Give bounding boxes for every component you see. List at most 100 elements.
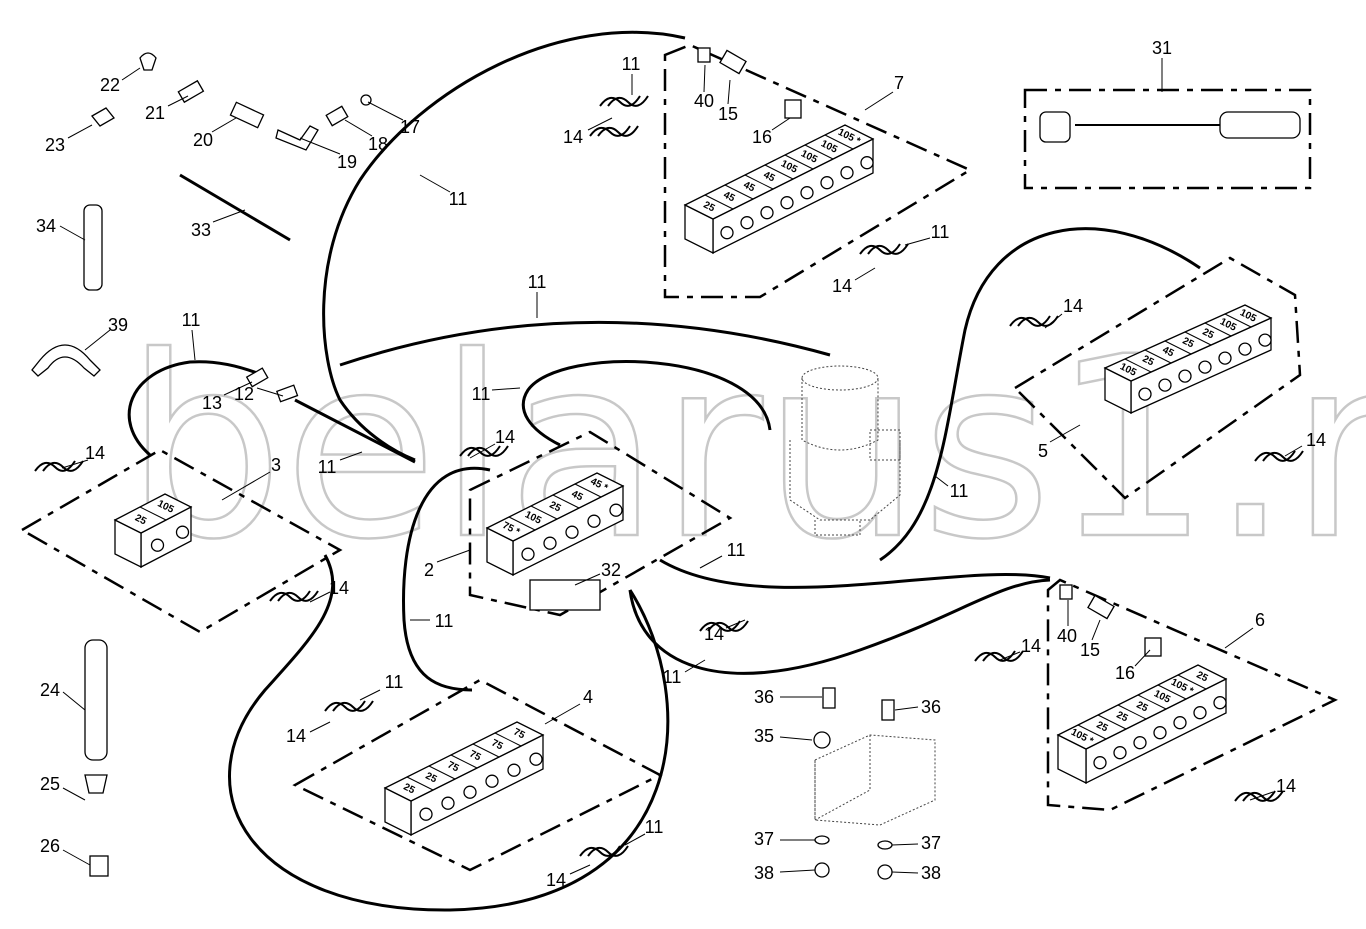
leader-line — [59, 225, 86, 241]
nipple-26 — [89, 855, 109, 877]
leader-line — [344, 119, 373, 137]
fitting-40 — [1059, 584, 1073, 600]
outlet-fitting — [780, 196, 794, 210]
segment-label: 25 — [1181, 336, 1196, 351]
leader-line — [299, 137, 341, 155]
outlet-fitting — [1178, 369, 1192, 383]
leader-line — [891, 871, 919, 874]
callout-14: 14 — [61, 443, 105, 469]
seal-17 — [360, 94, 372, 106]
callout-22: 22 — [100, 67, 141, 95]
segment-divider — [1157, 684, 1187, 700]
segment-divider — [450, 754, 478, 769]
hose-11 — [659, 558, 1051, 589]
leader-line — [211, 117, 237, 133]
leader-line — [367, 101, 404, 121]
segment-label: 45 — [762, 170, 777, 185]
cable-tie-33 — [179, 173, 291, 242]
leader-line — [864, 91, 894, 111]
callout-14: 14 — [1044, 296, 1083, 329]
nipple-18 — [325, 105, 349, 127]
cap-16 — [784, 99, 802, 119]
segment-divider — [1144, 349, 1172, 364]
callout-11: 11 — [622, 54, 640, 95]
assembly-box-31 — [1023, 88, 1312, 190]
callout-number: 11 — [528, 272, 547, 292]
segment-divider — [1177, 674, 1207, 690]
hose-break-mark — [982, 650, 1024, 662]
leader-line — [544, 703, 581, 725]
leader-line — [934, 475, 949, 487]
callout-number: 14 — [1021, 636, 1041, 656]
outlet-fitting — [1258, 333, 1272, 347]
segment-label: 25 — [1115, 710, 1130, 725]
segment-divider — [1124, 358, 1152, 373]
segment-label: 25 — [1095, 720, 1110, 735]
callout-2: 2 — [424, 549, 471, 580]
callout-16: 16 — [1115, 649, 1151, 683]
nut-38 — [814, 862, 830, 878]
callout-number: 14 — [329, 578, 349, 598]
adapter-20 — [229, 101, 265, 129]
hose-break-mark — [579, 845, 621, 857]
hose-break-mark — [1017, 315, 1059, 327]
cap-22 — [139, 52, 157, 71]
bolt-36 — [881, 699, 895, 721]
leader-line — [1224, 627, 1254, 649]
callout-number: 32 — [601, 560, 621, 580]
leader-line — [221, 471, 271, 501]
callout-number: 22 — [100, 75, 120, 95]
segment-divider — [508, 516, 536, 531]
leader-line — [771, 117, 791, 131]
segment-divider — [1184, 331, 1212, 346]
segment-label: 75 — [446, 760, 461, 775]
callout-number: 15 — [1080, 640, 1100, 660]
callout-7: 7 — [864, 73, 904, 111]
callout-number: 23 — [45, 135, 65, 155]
coupling-21 — [177, 79, 205, 104]
segment-label: 25 — [1201, 327, 1216, 342]
leader-line — [854, 267, 876, 281]
leader-line — [779, 736, 813, 741]
segment-divider — [724, 184, 754, 200]
callout-number: 14 — [1063, 296, 1083, 316]
outlet-fitting — [1093, 756, 1107, 770]
callout-35: 35 — [754, 726, 813, 746]
leader-line — [1134, 649, 1151, 667]
callout-33: 33 — [191, 209, 246, 240]
outlet-fitting — [1113, 746, 1127, 760]
segment-divider — [744, 174, 774, 190]
outlet-fitting — [740, 216, 754, 230]
outlet-fitting — [1238, 342, 1252, 356]
callout-number: 36 — [754, 687, 774, 707]
pump-assembly — [789, 365, 901, 536]
callout-14: 14 — [469, 427, 515, 459]
callout-19: 19 — [299, 137, 357, 172]
callout-number: 20 — [193, 130, 213, 150]
fitting-40 — [697, 47, 711, 63]
coupler-15 — [1087, 594, 1115, 620]
callout-number: 37 — [921, 833, 941, 853]
callout-number: 11 — [663, 667, 682, 687]
segment-label: 45 — [722, 190, 737, 205]
elbow-19 — [275, 125, 319, 151]
assembly-box-7 — [663, 43, 973, 299]
callout-number: 14 — [832, 276, 852, 296]
callout-20: 20 — [193, 117, 237, 150]
callout-number: 6 — [1255, 610, 1265, 630]
callout-34: 34 — [36, 216, 86, 241]
segment-divider — [428, 765, 456, 780]
callout-11: 11 — [624, 817, 663, 846]
outlet-fitting — [463, 785, 477, 799]
callout-15: 15 — [1080, 619, 1101, 660]
hose-11 — [339, 320, 831, 367]
callout-number: 14 — [1306, 430, 1326, 450]
outlet-fitting — [1158, 378, 1172, 392]
outlet-fitting — [150, 538, 165, 552]
segment-divider — [764, 164, 794, 180]
hose-break-mark — [34, 460, 76, 472]
callout-number: 16 — [752, 127, 772, 147]
outlet-fitting — [840, 166, 854, 180]
callout-3: 3 — [221, 455, 281, 501]
